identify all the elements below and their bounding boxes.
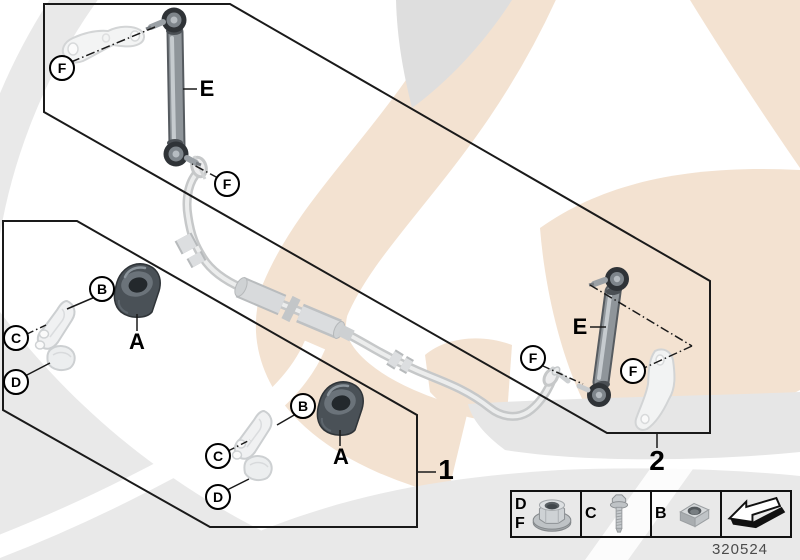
legend-cell-arrow	[722, 492, 790, 536]
label-e-upper-link[interactable]: E	[199, 76, 215, 101]
callout-d-rear-bracket[interactable]: D	[205, 484, 231, 510]
view-direction-arrow-icon	[727, 496, 786, 529]
legend-cell-b: B	[652, 492, 722, 536]
callout-b-front-bracket[interactable]: B	[89, 276, 115, 302]
stabilizer-link-rear	[576, 267, 629, 407]
label-e-rear-link[interactable]: E	[572, 314, 588, 339]
bracket-ghost-front	[34, 300, 76, 372]
legend-cell-c: C	[582, 492, 652, 536]
callout-f-rear-arm[interactable]: F	[620, 358, 646, 384]
stabilizer-bushing-front	[113, 262, 162, 319]
callout-c-front-bracket[interactable]: C	[3, 325, 29, 351]
legend-letter-d: D	[515, 495, 527, 513]
square-clamp-nut-icon	[678, 502, 710, 528]
callout-f-upper-arm[interactable]: F	[49, 55, 75, 81]
legend-letter-b: B	[655, 505, 667, 523]
label-kit-2[interactable]: 2	[649, 445, 665, 476]
callout-d-front-bracket[interactable]: D	[3, 369, 29, 395]
label-kit-1[interactable]: 1	[438, 454, 454, 485]
leader-lines	[24, 26, 693, 491]
callout-f-upper-link-bottom[interactable]: F	[214, 171, 240, 197]
callout-f-rear-link-bottom[interactable]: F	[520, 345, 546, 371]
hex-flange-bolt-icon	[609, 494, 628, 533]
kit-1-box-outline	[2, 220, 418, 528]
legend-cell-df: D F	[512, 492, 582, 536]
stabilizer-link-upper	[145, 7, 202, 167]
kit-2-box-outline	[43, 3, 711, 434]
legend-letter-c: C	[585, 505, 597, 523]
stabilizer-bar-ghost	[174, 155, 560, 421]
image-number: 320524	[711, 541, 769, 558]
rear-control-arm-ghost	[634, 348, 676, 431]
label-a-front-bushing[interactable]: A	[129, 329, 145, 354]
callout-b-rear-bracket[interactable]: B	[290, 393, 316, 419]
label-a-rear-bushing[interactable]: A	[333, 444, 349, 469]
legend-letter-f: F	[515, 515, 525, 532]
legend-table: D F C B	[510, 490, 792, 538]
flange-nut-icon	[532, 499, 571, 532]
callout-c-rear-bracket[interactable]: C	[205, 443, 231, 469]
